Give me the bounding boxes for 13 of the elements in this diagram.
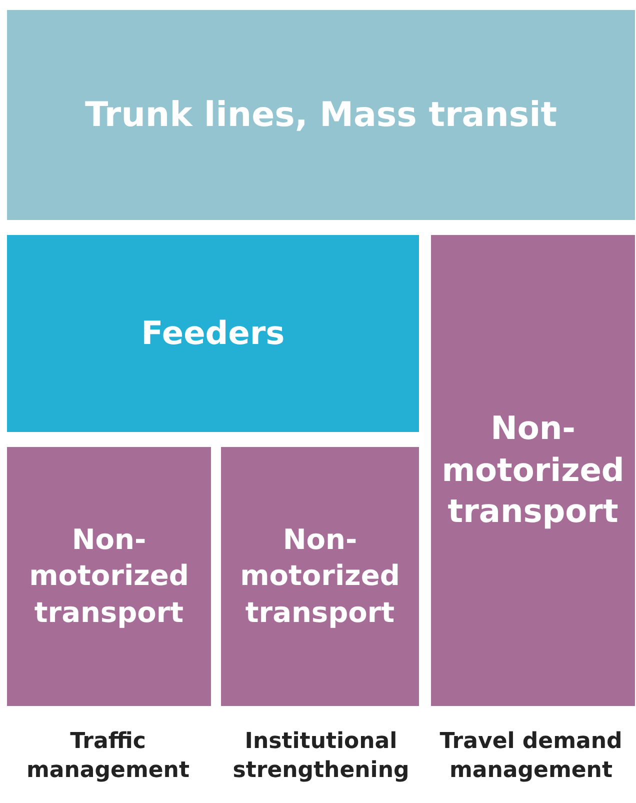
transport-block	[221, 447, 419, 706]
block-label: Feeders	[141, 312, 285, 354]
column-label: Institutional strengthening	[232, 728, 410, 785]
mass-transit-block	[7, 10, 635, 220]
block-label: Non-motorized transport	[440, 408, 626, 532]
block-label: Trunk lines, Mass transit	[84, 94, 558, 137]
column-label: Traffic management	[26, 728, 190, 785]
transport-block	[431, 235, 635, 706]
column-label: Travel demand management	[438, 728, 624, 785]
block-label: Non-motorized transport	[28, 522, 190, 631]
feeders-block	[7, 235, 419, 432]
block-label: Non-motorized transport	[239, 522, 401, 631]
transport-block	[7, 447, 211, 706]
